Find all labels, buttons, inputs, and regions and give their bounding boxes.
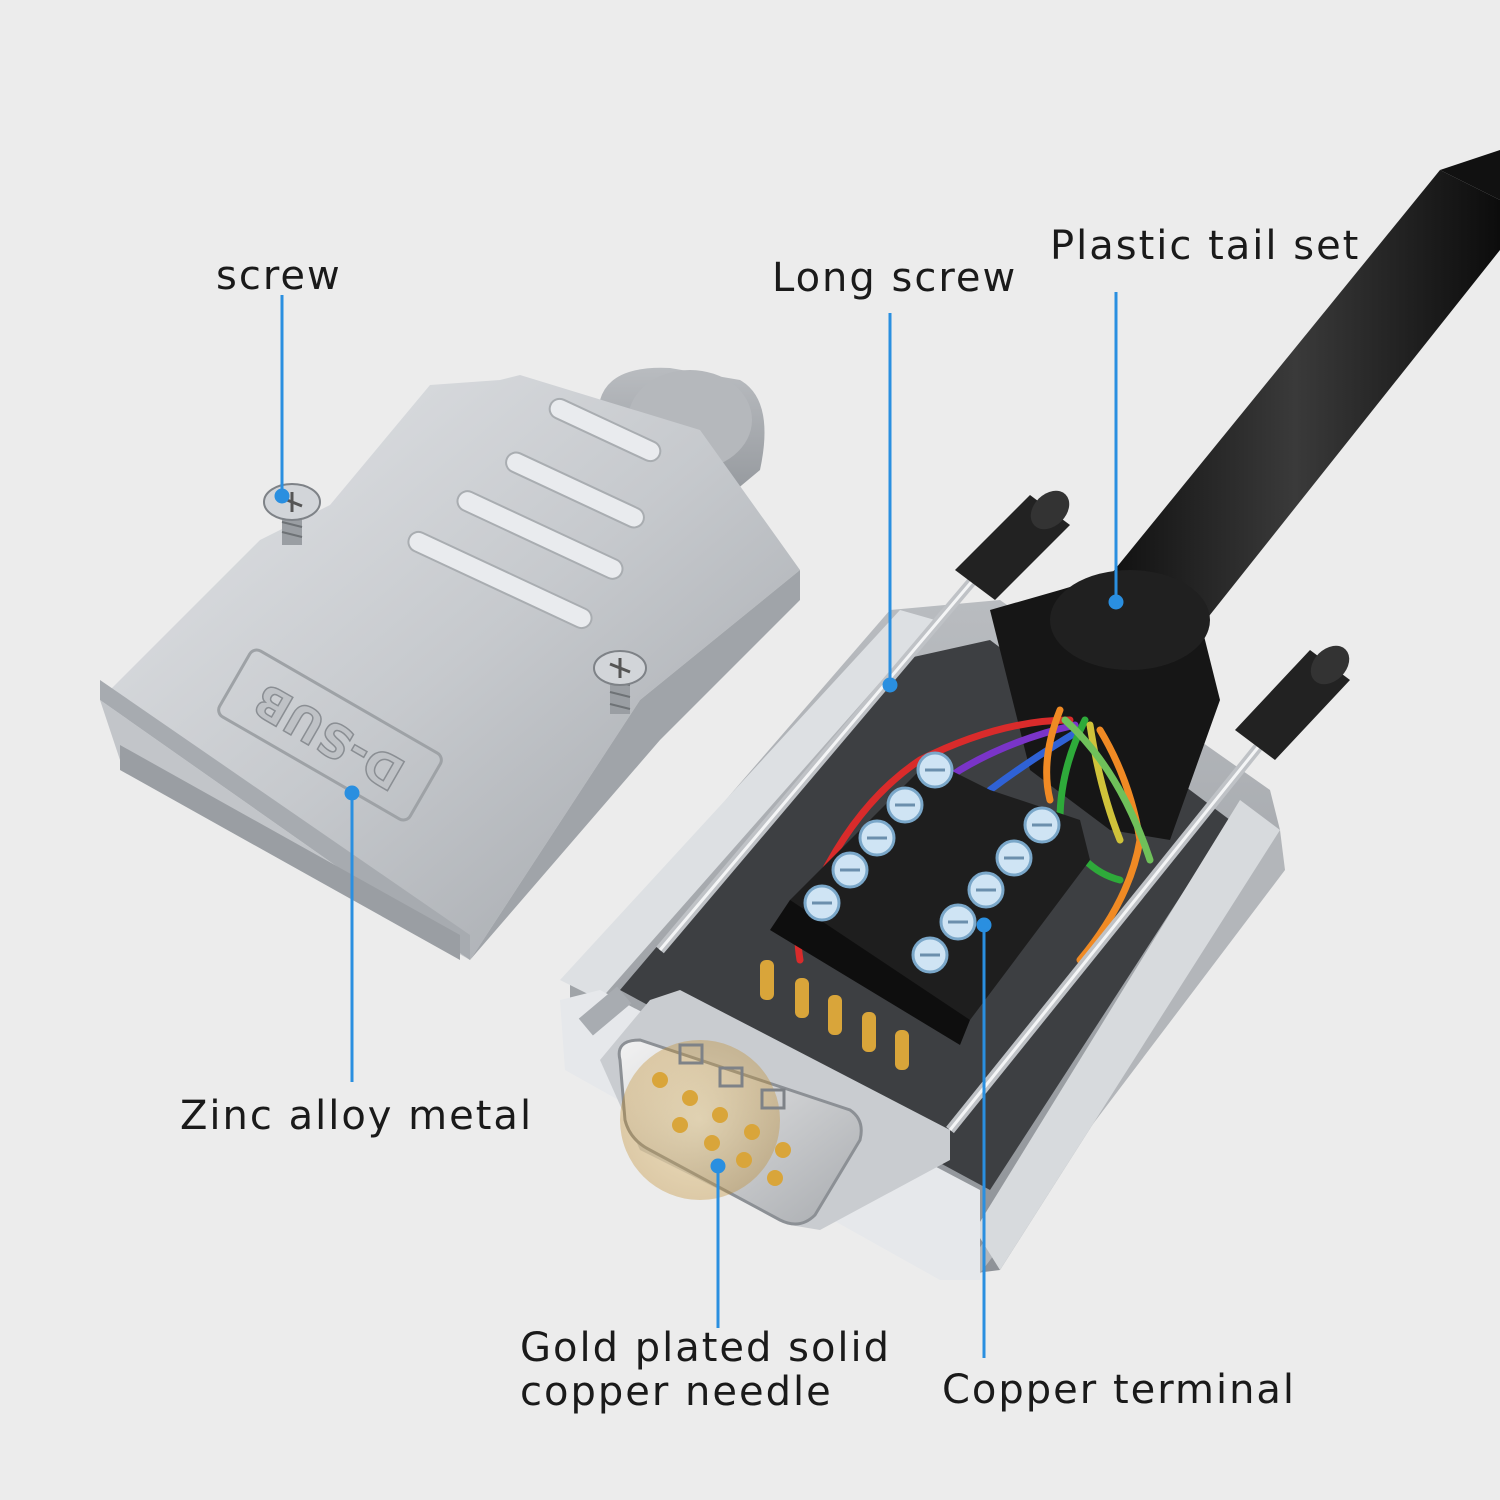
callout-copper-terminal: Copper terminal — [942, 1367, 1297, 1413]
terminal-screw-icon — [911, 936, 949, 974]
long-screw-knob-icon — [955, 490, 1070, 600]
terminal-screw-icon — [886, 786, 924, 824]
terminal-screw-icon — [916, 751, 954, 789]
copper-terminal-screws — [803, 751, 1061, 974]
dsub-male-face — [600, 990, 950, 1230]
rear-gold-pins — [760, 960, 909, 1070]
front-gold-pins — [652, 1072, 791, 1186]
cover-screw-icon — [593, 650, 647, 714]
terminal-screw-icon — [967, 871, 1005, 909]
callout-gold-line-2: copper needle — [520, 1369, 833, 1415]
zinc-alloy-cover: D-SUB — [100, 367, 800, 960]
terminal-screw-icon — [995, 839, 1033, 877]
long-screws — [656, 490, 1350, 1134]
terminal-screw-icon — [1023, 806, 1061, 844]
callout-gold-plated-needle: Gold plated solid copper needle — [520, 1326, 891, 1414]
callout-zinc-alloy-metal: Zinc alloy metal — [180, 1093, 534, 1139]
terminal-screw-icon — [939, 903, 977, 941]
callout-gold-line-1: Gold plated solid — [520, 1325, 892, 1371]
terminal-screw-icon — [803, 884, 841, 922]
leader-lines — [274, 292, 1124, 1358]
terminal-screw-icon — [831, 851, 869, 889]
callout-plastic-tail-set: Plastic tail set — [1050, 223, 1361, 269]
cable — [1090, 150, 1500, 640]
terminal-screw-icon — [858, 819, 896, 857]
long-screw-knob-icon — [1235, 645, 1350, 760]
callout-long-screw: Long screw — [772, 255, 1018, 301]
callout-screw: screw — [216, 253, 342, 299]
terminal-block — [770, 760, 1090, 1045]
